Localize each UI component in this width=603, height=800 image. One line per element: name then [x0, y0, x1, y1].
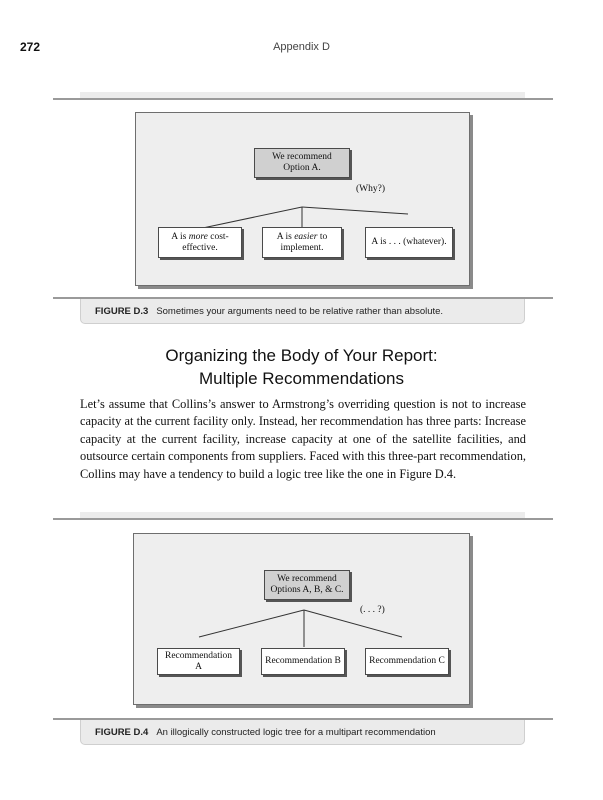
recommendation-c-node: Recommendation C	[365, 648, 449, 675]
question-annotation: (. . . ?)	[360, 605, 385, 615]
figure-caption-rule	[53, 297, 553, 299]
section-heading-line2: Multiple Recommendations	[198, 369, 405, 388]
root-node-label: We recommend Options A, B, & C.	[270, 574, 344, 595]
figure-caption: FIGURE D.4 An illogically constructed log…	[95, 727, 436, 738]
child-node-2: A is easier to implement.	[262, 227, 342, 258]
child-node-3: A is . . . (whatever).	[365, 227, 453, 258]
figure-caption-text: Sometimes your arguments need to be rela…	[156, 306, 444, 317]
logic-tree-diagram: We recommend Options A, B, & C. (. . . ?…	[133, 533, 470, 705]
figure-caption-box: FIGURE D.3 Sometimes your arguments need …	[80, 299, 525, 324]
connector-right	[303, 609, 403, 638]
figure-top-band	[80, 92, 525, 98]
figure-caption: FIGURE D.3 Sometimes your arguments need …	[95, 306, 443, 317]
figure-top-rule	[53, 518, 553, 520]
connector-left	[197, 206, 303, 230]
recommendation-b-node: Recommendation B	[261, 648, 345, 675]
figure-caption-box: FIGURE D.4 An illogically constructed log…	[80, 720, 525, 745]
recommendation-a-node: Recommendation A	[157, 648, 240, 675]
section-heading-line1: Organizing the Body of Your Report:	[165, 346, 438, 365]
running-head: Appendix D	[273, 41, 330, 53]
figure-top-rule	[53, 98, 553, 100]
root-node-label: We recommend Option A.	[272, 152, 332, 173]
figure-caption-text: An illogically constructed logic tree fo…	[156, 727, 436, 738]
tree-connectors	[198, 609, 403, 647]
root-node: We recommend Option A.	[254, 148, 350, 178]
why-annotation: (Why?)	[356, 184, 386, 194]
connector-right	[301, 206, 409, 215]
child-node-1: A is more cost-effective.	[158, 227, 242, 258]
page-number: 272	[20, 40, 41, 54]
figure-caption-label: FIGURE D.3	[95, 306, 149, 317]
recommendation-b-label: Recommendation B	[265, 656, 341, 666]
figure-top-band	[80, 512, 525, 518]
figure-caption-rule	[53, 718, 553, 720]
logic-tree-diagram: We recommend Option A. (Why?) A is more …	[135, 112, 470, 286]
recommendation-a-label: Recommendation A	[164, 650, 232, 672]
tree-connectors	[197, 206, 409, 230]
body-paragraph: Let’s assume that Collins’s answer to Ar…	[80, 397, 526, 481]
root-node: We recommend Options A, B, & C.	[264, 570, 350, 600]
child-node-3-label: A is . . . (whatever).	[371, 237, 447, 247]
child-node-2-label: A is easier to implement.	[276, 231, 328, 253]
connector-left	[198, 609, 305, 638]
figure-caption-label: FIGURE D.4	[95, 727, 149, 738]
child-node-1-label: A is more cost-effective.	[171, 231, 229, 253]
recommendation-c-label: Recommendation C	[369, 656, 445, 666]
